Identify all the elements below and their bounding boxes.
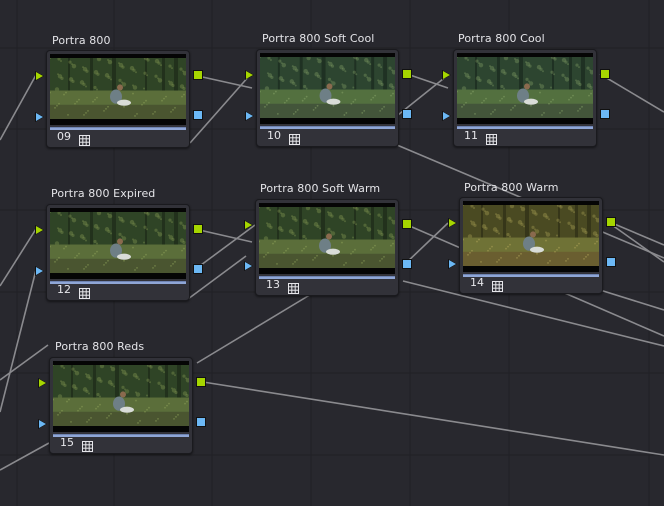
node-card[interactable]: 09 <box>46 50 190 148</box>
connection-line <box>202 381 664 456</box>
alpha-output-port[interactable] <box>600 109 610 119</box>
grid-icon[interactable] <box>289 130 300 145</box>
node-progress-bar <box>457 126 593 129</box>
rgb-output-port[interactable] <box>606 217 616 227</box>
node-card[interactable]: 12 <box>46 204 190 301</box>
alpha-output-port[interactable] <box>196 417 206 427</box>
node-progress-bar <box>50 127 186 130</box>
grid-icon[interactable] <box>288 279 299 294</box>
node-label[interactable]: Portra 800 Cool <box>458 32 545 45</box>
connection-line <box>611 224 664 263</box>
alpha-input-port[interactable] <box>244 261 253 271</box>
rgb-output-port[interactable] <box>402 219 412 229</box>
node-number: 15 <box>60 436 74 449</box>
alpha-output-port[interactable] <box>402 259 412 269</box>
connection-line <box>196 289 319 364</box>
alpha-input-port[interactable] <box>442 111 451 121</box>
node-number: 13 <box>266 278 280 291</box>
grid-icon[interactable] <box>486 130 497 145</box>
node-number: 11 <box>464 129 478 142</box>
node-label[interactable]: Portra 800 Soft Cool <box>262 32 375 45</box>
connection-line <box>187 255 247 300</box>
node-thumbnail <box>457 53 593 124</box>
rgb-input-port[interactable] <box>448 218 457 228</box>
connection-line <box>197 75 253 89</box>
grid-icon[interactable] <box>82 437 93 452</box>
node-label[interactable]: Portra 800 Warm <box>464 181 559 194</box>
grid-icon[interactable] <box>492 277 503 292</box>
connection-line <box>402 280 664 347</box>
connection-line <box>0 344 49 381</box>
node-card[interactable]: 11 <box>453 49 597 147</box>
connection-line <box>0 228 37 287</box>
connection-line <box>194 228 253 243</box>
connection-line <box>599 73 664 113</box>
rgb-input-port[interactable] <box>35 71 44 81</box>
connection-line <box>0 74 37 141</box>
node-thumbnail <box>50 54 186 125</box>
connection-line <box>599 289 664 311</box>
node-progress-bar <box>259 276 395 279</box>
node-card[interactable]: 13 <box>255 199 399 296</box>
alpha-output-port[interactable] <box>193 110 203 120</box>
rgb-output-port[interactable] <box>402 69 412 79</box>
grid-icon[interactable] <box>79 131 90 146</box>
node-thumbnail <box>53 361 189 432</box>
rgb-output-port[interactable] <box>600 69 610 79</box>
alpha-output-port[interactable] <box>606 257 616 267</box>
node-number: 12 <box>57 283 71 296</box>
node-number: 10 <box>267 129 281 142</box>
connection-line <box>0 442 50 471</box>
node-thumbnail <box>50 208 186 279</box>
node-thumbnail <box>259 203 395 274</box>
alpha-input-port[interactable] <box>245 111 254 121</box>
rgb-input-port[interactable] <box>35 225 44 235</box>
node-progress-bar <box>463 274 599 277</box>
rgb-input-port[interactable] <box>38 378 47 388</box>
rgb-output-port[interactable] <box>196 377 206 387</box>
grid-icon[interactable] <box>79 284 90 299</box>
node-label[interactable]: Portra 800 Reds <box>55 340 145 353</box>
rgb-output-port[interactable] <box>193 70 203 80</box>
connection-line <box>406 73 449 89</box>
node-number: 09 <box>57 130 71 143</box>
alpha-input-port[interactable] <box>448 259 457 269</box>
node-card[interactable]: 14 <box>459 197 603 294</box>
node-progress-bar <box>260 126 395 129</box>
node-label[interactable]: Portra 800 Soft Warm <box>260 182 381 195</box>
node-progress-bar <box>50 281 186 284</box>
connection-line <box>397 74 449 116</box>
node-card[interactable]: 10 <box>256 49 399 147</box>
alpha-input-port[interactable] <box>35 266 44 276</box>
connection-line <box>0 269 37 413</box>
rgb-output-port[interactable] <box>193 224 203 234</box>
node-thumbnail <box>463 201 599 272</box>
connection-line <box>189 74 251 144</box>
node-thumbnail <box>260 53 395 124</box>
alpha-output-port[interactable] <box>193 264 203 274</box>
connection-line <box>611 222 664 246</box>
rgb-input-port[interactable] <box>244 220 253 230</box>
rgb-input-port[interactable] <box>245 70 254 80</box>
alpha-input-port[interactable] <box>38 419 47 429</box>
connection-line <box>196 224 256 269</box>
node-label[interactable]: Portra 800 Expired <box>51 187 156 200</box>
node-number: 14 <box>470 276 484 289</box>
connection-line <box>404 222 449 265</box>
node-label[interactable]: Portra 800 <box>52 34 111 47</box>
node-card[interactable]: 15 <box>49 357 193 454</box>
alpha-output-port[interactable] <box>402 109 412 119</box>
alpha-input-port[interactable] <box>35 112 44 122</box>
node-progress-bar <box>53 434 189 437</box>
rgb-input-port[interactable] <box>442 70 451 80</box>
